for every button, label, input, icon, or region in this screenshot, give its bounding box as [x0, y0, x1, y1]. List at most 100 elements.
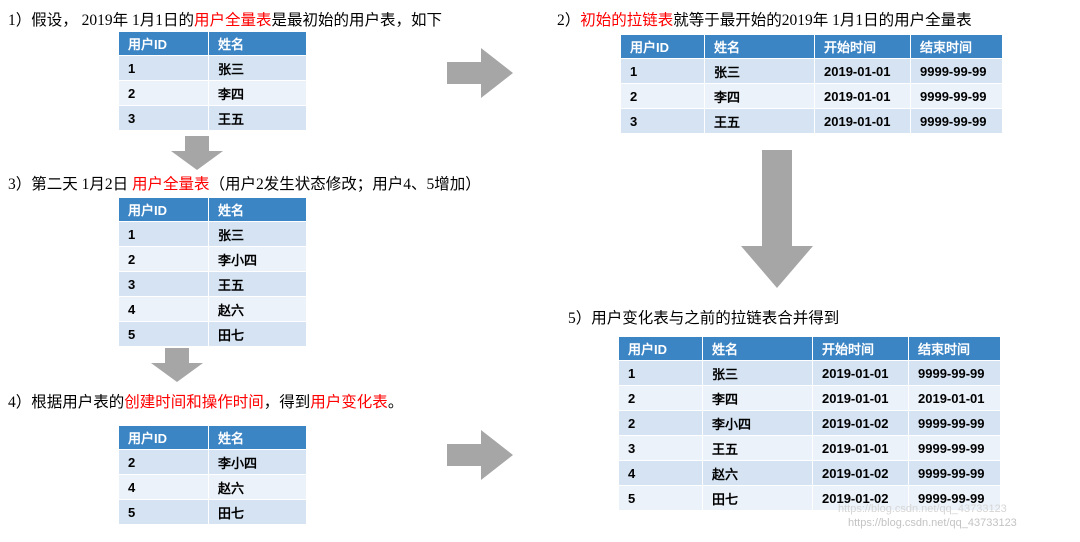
title-segment: 初始的拉链表	[580, 12, 674, 29]
column-header: 用户ID	[618, 336, 703, 361]
title-segment: 用户全量表	[194, 12, 272, 29]
title-segment: 1）假设， 2019年 1月1日的	[8, 12, 195, 29]
watermark: https://blog.csdn.net/qq_43733123	[848, 517, 1017, 529]
table-cell: 李小四	[702, 410, 813, 436]
table-cell: 4	[618, 460, 703, 486]
table-cell: 张三	[208, 55, 307, 81]
table-cell: 2	[618, 385, 703, 411]
arrow-down-icon	[171, 136, 223, 170]
table-cell: 2019-01-02	[812, 460, 909, 486]
title-segment: 3）第二天 1月2日	[8, 176, 133, 193]
table-cell: 赵六	[208, 474, 307, 500]
table-cell: 王五	[208, 271, 307, 297]
table-cell: 2019-01-01	[812, 385, 909, 411]
table-cell: 5	[118, 321, 209, 347]
table-cell: 2019-01-01	[812, 435, 909, 461]
column-header: 姓名	[208, 425, 307, 450]
table-cell: 王五	[704, 108, 815, 134]
arrow-right-icon	[447, 48, 513, 98]
table-cell: 田七	[208, 321, 307, 347]
table-cell: 2	[118, 246, 209, 272]
column-header: 用户ID	[118, 31, 209, 56]
watermark: https://blog.csdn.net/qq_43733123	[838, 503, 1007, 515]
table-cell: 9999-99-99	[910, 108, 1003, 134]
table-cell: 王五	[208, 105, 307, 131]
table-cell: 3	[620, 108, 705, 134]
title-segment: 是最初始的用户表，如下	[271, 12, 443, 29]
table-cell: 李四	[704, 83, 815, 109]
table-cell: 2019-01-02	[812, 485, 909, 511]
column-header: 姓名	[702, 336, 813, 361]
table-cell: 1	[118, 221, 209, 247]
table-cell: 张三	[702, 360, 813, 386]
table-cell: 2	[618, 410, 703, 436]
table-cell: 张三	[704, 58, 815, 84]
arrow-down-icon	[151, 348, 203, 382]
table-cell: 9999-99-99	[908, 460, 1001, 486]
table-cell: 3	[618, 435, 703, 461]
title-segment: （用户2发生状态修改；用户4、5增加）	[209, 176, 481, 193]
table-cell: 5	[118, 499, 209, 525]
table-cell: 李小四	[208, 246, 307, 272]
table-cell: 2019-01-01	[814, 83, 911, 109]
table-cell: 2019-01-01	[814, 108, 911, 134]
title-segment: 用户变化表	[310, 394, 388, 411]
table-cell: 9999-99-99	[908, 485, 1001, 511]
table-cell: 李小四	[208, 449, 307, 475]
column-header: 用户ID	[118, 197, 209, 222]
table-cell: 5	[618, 485, 703, 511]
table-cell: 李四	[702, 385, 813, 411]
table-cell: 9999-99-99	[908, 435, 1001, 461]
table-cell: 4	[118, 296, 209, 322]
table-cell: 赵六	[702, 460, 813, 486]
table-cell: 9999-99-99	[908, 360, 1001, 386]
table-cell: 4	[118, 474, 209, 500]
section4-title: 4）根据用户表的创建时间和操作时间，得到用户变化表。	[8, 390, 403, 412]
table-cell: 3	[118, 271, 209, 297]
title-segment: 就等于最开始的2019年 1月1日的用户全量表	[673, 12, 972, 29]
table-cell: 田七	[208, 499, 307, 525]
column-header: 姓名	[704, 34, 815, 59]
title-segment: 创建时间和操作时间	[124, 394, 264, 411]
section1-title: 1）假设， 2019年 1月1日的用户全量表是最初始的用户表，如下	[8, 8, 442, 30]
title-segment: 。	[387, 394, 404, 411]
column-header: 开始时间	[814, 34, 911, 59]
table-cell: 3	[118, 105, 209, 131]
arrow-down-big-icon	[741, 150, 813, 288]
table-cell: 王五	[702, 435, 813, 461]
column-header: 用户ID	[620, 34, 705, 59]
table-cell: 9999-99-99	[908, 410, 1001, 436]
column-header: 用户ID	[118, 425, 209, 450]
title-segment: ，得到	[263, 394, 311, 411]
table-cell: 田七	[702, 485, 813, 511]
section2-title: 2）初始的拉链表就等于最开始的2019年 1月1日的用户全量表	[557, 8, 972, 30]
column-header: 开始时间	[812, 336, 909, 361]
table-cell: 2019-01-01	[812, 360, 909, 386]
column-header: 结束时间	[908, 336, 1001, 361]
title-segment: 5）用户变化表与之前的拉链表合并得到	[568, 310, 840, 327]
